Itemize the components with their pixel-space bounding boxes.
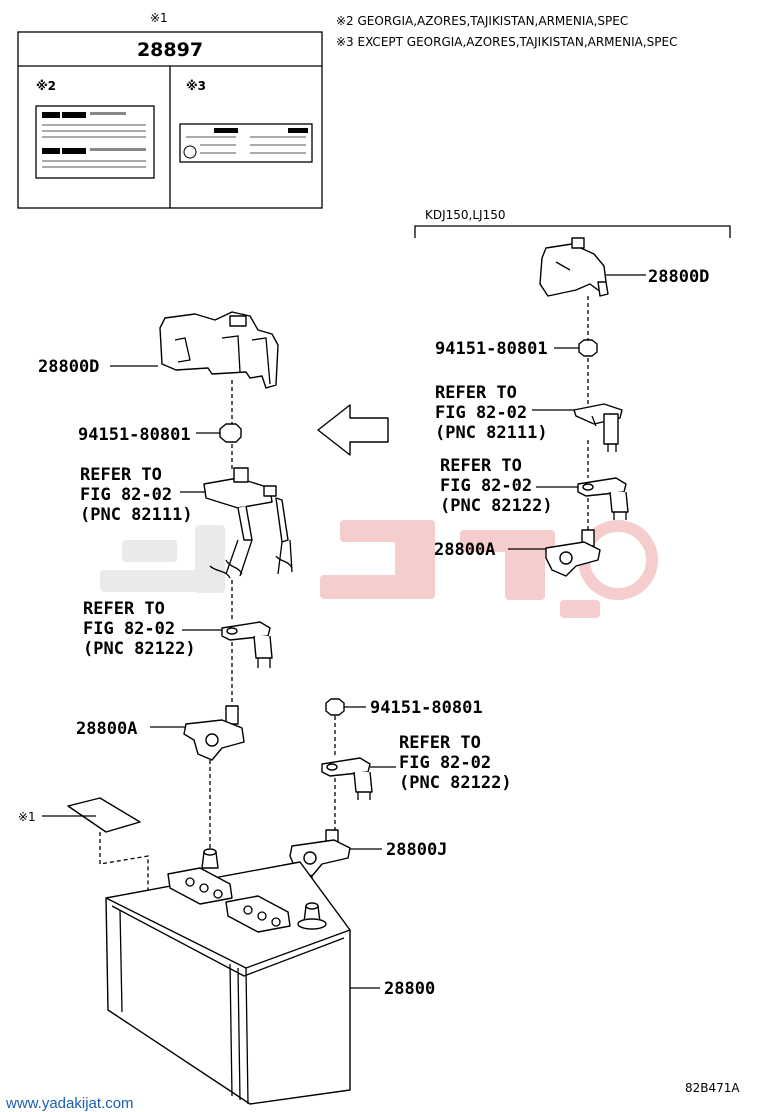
ref-4-line1: REFER TO [435,383,517,403]
footer-site: www.yadakijat.com [5,1095,134,1112]
part-nut-right: 94151-80801 [435,339,548,359]
terminal-cover-left [159,311,279,389]
clamp-left [183,705,245,761]
terminal-lug-left [221,621,273,668]
ref-4-line2: FIG 82-02 [435,403,527,423]
ref-2-line3: (PNC 82122) [83,639,196,659]
ref-5-line2: FIG 82-02 [440,476,532,496]
battery [105,848,351,1105]
part-battery: 28800 [384,979,435,999]
ref-4-line3: (PNC 82111) [435,423,548,443]
label-box-mark-2: ※2 [36,79,56,93]
ref-5-line1: REFER TO [440,456,522,476]
terminal-lug-mid [321,757,373,800]
terminal-fuse-left [203,467,293,579]
terminal-lug-right [577,477,629,520]
variant-label: KDJ150,LJ150 [425,208,506,222]
ref-3-line3: (PNC 82122) [399,773,512,793]
warning-label-3-icon [179,123,313,163]
part-sticker: ※1 [18,810,36,824]
ref-1-line2: FIG 82-02 [80,485,172,505]
ref-2-line1: REFER TO [83,599,165,619]
warning-label-2-icon [35,105,155,179]
note-3-text: ※3 EXCEPT GEORGIA,AZORES,TAJIKISTAN,ARME… [336,35,677,49]
ref-1-line1: REFER TO [80,465,162,485]
footer-code: 82B471A [685,1081,740,1095]
note-2-text: ※2 GEORGIA,AZORES,TAJIKISTAN,ARMENIA,SPE… [336,14,628,28]
part-nut-left: 94151-80801 [78,425,191,445]
part-clamp-left: 28800A [76,719,137,739]
clamp-right [545,529,601,577]
ref-5-line3: (PNC 82122) [440,496,553,516]
nut-mid-icon [325,698,345,716]
label-box-mark-3: ※3 [186,79,206,93]
terminal-fuse-right [573,403,623,452]
label-box: 28897 ※2 ※3 [17,31,323,209]
sticker-label-icon [67,797,141,833]
part-clamp-right: 28800A [434,540,495,560]
nut-right-icon [578,339,598,357]
ref-2-line2: FIG 82-02 [83,619,175,639]
note-mark-1: ※1 [150,11,168,25]
nut-left-icon [219,423,242,443]
part-cover-left: 28800D [38,357,99,377]
variant-bracket [414,225,731,238]
part-cover-right: 28800D [648,267,709,287]
axis-sticker [99,832,149,890]
ref-1-line3: (PNC 82111) [80,505,193,525]
part-clamp-neg: 28800J [386,840,447,860]
part-nut-mid: 94151-80801 [370,698,483,718]
clamp-negative [289,829,351,877]
label-box-part-no: 28897 [137,39,203,61]
ref-3-line2: FIG 82-02 [399,753,491,773]
ref-3-line1: REFER TO [399,733,481,753]
direction-arrow-icon [317,404,389,456]
terminal-cover-right [539,237,609,297]
